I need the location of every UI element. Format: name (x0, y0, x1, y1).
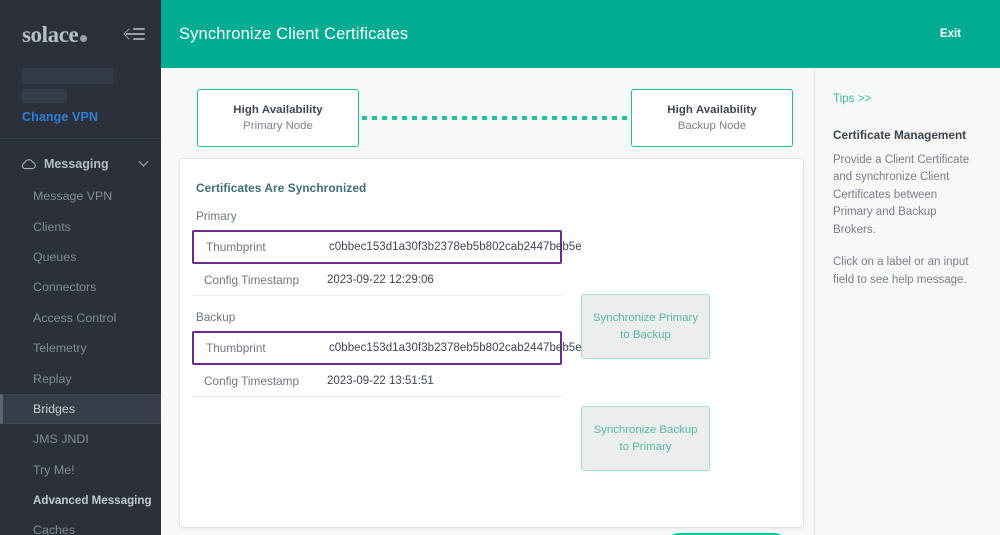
sidebar-item-connectors[interactable]: Connectors (33, 280, 97, 295)
backup-fields: Thumbprint c0bbec153d1a30f3b2378eb5b802c… (192, 331, 582, 397)
primary-config-timestamp-row[interactable]: Config Timestamp 2023-09-22 12:29:06 (192, 264, 562, 296)
backup-config-timestamp-row[interactable]: Config Timestamp 2023-09-22 13:51:51 (192, 365, 562, 397)
sidebar-item-advanced-messaging[interactable]: Advanced Messaging (33, 493, 152, 507)
cloud-icon (21, 159, 36, 170)
certificates-card: Certificates Are Synchronized Primary Th… (180, 159, 803, 535)
primary-thumbprint-value: c0bbec153d1a30f3b2378eb5b802cab2447beb5e (329, 241, 582, 253)
sidebar-item-replay[interactable]: Replay (33, 371, 72, 386)
ha-primary-subtitle: Primary Node (243, 120, 313, 132)
primary-thumbprint-row[interactable]: Thumbprint c0bbec153d1a30f3b2378eb5b802c… (192, 230, 582, 264)
backup-config-timestamp-value: 2023-09-22 13:51:51 (327, 374, 434, 387)
logo-dot-icon (80, 34, 88, 42)
sidebar-item-queues[interactable]: Queues (33, 249, 77, 264)
backup-thumbprint-row[interactable]: Thumbprint c0bbec153d1a30f3b2378eb5b802c… (192, 331, 582, 365)
redacted-vpn-name (22, 89, 67, 103)
sidebar-item-bridges[interactable]: Bridges (0, 393, 161, 425)
ha-topology-diagram: High Availability Primary Node High Avai… (161, 68, 814, 147)
synchronize-primary-to-backup-button[interactable]: Synchronize Primary to Backup (581, 294, 710, 359)
tips-toggle-link[interactable]: Tips >> (833, 92, 872, 105)
ha-backup-subtitle: Backup Node (677, 120, 747, 132)
sidebar-item-caches[interactable]: Caches (33, 523, 76, 535)
sidebar-vpn-block: Change VPN (0, 68, 161, 139)
content-column: High Availability Primary Node High Avai… (161, 68, 814, 535)
tips-paragraph-2: Click on a label or an input field to se… (833, 256, 969, 286)
tips-panel: Tips >> Certificate Management Provide a… (814, 68, 1000, 535)
section-label-primary: Primary (196, 209, 237, 223)
exit-button[interactable]: Exit (939, 28, 961, 40)
sidebar-header: solace (0, 0, 161, 68)
ha-backup-title: High Availability (667, 104, 757, 116)
sidebar-item-access-control[interactable]: Access Control (33, 310, 117, 325)
redacted-broker-name (22, 68, 113, 84)
ha-primary-title: High Availability (233, 104, 323, 116)
page-body: High Availability Primary Node High Avai… (161, 68, 1000, 535)
sidebar-group-messaging[interactable]: Messaging (0, 147, 161, 181)
chevron-down-icon (138, 156, 149, 167)
tips-paragraph-1: Provide a Client Certificate and synchro… (833, 154, 970, 236)
primary-config-timestamp-value: 2023-09-22 12:29:06 (327, 273, 434, 286)
enter-new-certificate-button[interactable]: Enter New Certificate (664, 533, 789, 535)
page-title: Synchronize Client Certificates (179, 24, 409, 43)
page-header: Synchronize Client Certificates Exit (161, 0, 1000, 68)
backup-config-timestamp-label: Config Timestamp (204, 373, 300, 388)
sidebar-item-try-me[interactable]: Try Me! (33, 462, 75, 477)
tips-title: Certificate Management (833, 128, 967, 142)
ha-backup-node-box[interactable]: High Availability Backup Node (631, 89, 793, 147)
sidebar-item-jms-jndi[interactable]: JMS JNDI (33, 432, 89, 447)
sidebar-item-telemetry[interactable]: Telemetry (33, 341, 87, 356)
sidebar-group-label: Messaging (44, 157, 109, 171)
logo-text: solace (22, 21, 79, 47)
change-vpn-link[interactable]: Change VPN (22, 110, 99, 124)
ha-primary-node-box[interactable]: High Availability Primary Node (197, 89, 359, 147)
main-region: Synchronize Client Certificates Exit Hig… (161, 0, 1000, 535)
sidebar: solace Change VPN Messaging Message VPN (0, 0, 161, 535)
sync-status-heading: Certificates Are Synchronized (196, 181, 367, 195)
primary-fields: Thumbprint c0bbec153d1a30f3b2378eb5b802c… (192, 230, 582, 296)
primary-thumbprint-label: Thumbprint (206, 240, 266, 254)
backup-thumbprint-label: Thumbprint (206, 341, 266, 355)
solace-logo[interactable]: solace (22, 21, 88, 47)
backup-thumbprint-value: c0bbec153d1a30f3b2378eb5b802cab2447beb5e (329, 342, 582, 354)
ha-link-line (362, 116, 628, 120)
sidebar-nav: Message VPN Clients Queues Connectors Ac… (0, 181, 161, 535)
synchronize-backup-to-primary-button[interactable]: Synchronize Backup to Primary (581, 406, 710, 471)
sidebar-item-clients[interactable]: Clients (33, 219, 71, 234)
primary-config-timestamp-label: Config Timestamp (204, 272, 300, 287)
collapse-sidebar-icon[interactable] (123, 27, 145, 41)
sidebar-item-message-vpn[interactable]: Message VPN (33, 189, 113, 204)
section-label-backup: Backup (196, 310, 236, 324)
